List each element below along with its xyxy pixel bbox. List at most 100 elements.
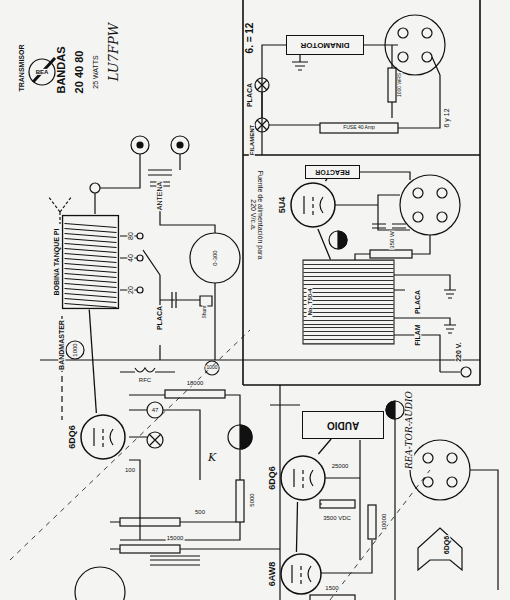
coil-winding: [64, 289, 116, 293]
tube-symbol: [289, 181, 337, 229]
schematic-label: Fuente de alimentación para 220 V/c.a.: [250, 165, 265, 265]
dynamotor-circuit-part: [257, 80, 267, 90]
power-supply-circuit-part: [338, 231, 347, 249]
coil-winding: [64, 269, 116, 273]
main-wiring-part: [386, 401, 395, 419]
antenna-circuit-part: [95, 170, 140, 214]
schematic-label: PLACA: [414, 289, 421, 315]
main-wiring-part: [150, 556, 200, 565]
schematic-label: 5000: [249, 492, 255, 507]
schematic-label: 6. = 12: [245, 22, 256, 55]
component-label: 6DQ6: [68, 424, 79, 450]
component-label: REACTOR: [315, 168, 349, 175]
power-supply-circuit-part: [461, 367, 471, 377]
schematic-label: 3500 VDC: [322, 515, 352, 521]
component-label: No. T50-4: [306, 287, 312, 318]
audio-transformer: AUDIO: [302, 411, 384, 439]
coil-winding: [64, 224, 116, 228]
coil-winding: [64, 304, 116, 308]
antenna-circuit-part: [160, 205, 215, 233]
schematic-label: 1000 WRS: [397, 72, 402, 98]
power-supply-circuit-part: [444, 290, 456, 333]
dynamotor-circuit-part: [398, 52, 408, 62]
schematic-label: 20 40 80: [74, 50, 86, 95]
dynamotor-circuit-part: [262, 45, 386, 155]
antenna-circuit-part: [190, 233, 240, 283]
dynamotor-circuit-part: [422, 28, 432, 38]
antenna-circuit-part: [171, 136, 189, 154]
rectifier-tube: 5U4: [278, 181, 338, 229]
output-tube: 6DQ6: [68, 413, 128, 461]
logo: [29, 58, 55, 85]
schematic-label: 220 V.: [455, 341, 462, 363]
schematic-label: 1500: [324, 585, 339, 591]
coil-winding: [64, 249, 116, 253]
main-wiring-part: [240, 425, 252, 449]
coil-winding: [64, 244, 116, 248]
tube-sockets-part: [423, 453, 433, 463]
main-wiring-part: [120, 368, 175, 372]
component-label: AUDIO: [327, 420, 359, 431]
coil-winding: [64, 259, 116, 263]
schematic-label: PLACA: [246, 82, 253, 108]
coil-winding: [64, 229, 116, 233]
schematic-label: 18000: [186, 380, 205, 386]
tube-symbol: [279, 454, 327, 502]
dynamotor-circuit-part: [385, 15, 445, 75]
main-wiring-part: [149, 434, 161, 446]
main-wiring-part: [120, 518, 180, 526]
dynamotor-circuit-part: [257, 120, 267, 130]
component-label: 6AW8: [268, 561, 279, 588]
schematic-label: 100: [124, 467, 136, 473]
dynamotor-circuit-part: [391, 45, 392, 118]
tube-symbol: [79, 413, 127, 461]
coil-winding: [64, 279, 116, 283]
antenna-circuit: [48, 136, 240, 360]
antenna-circuit-part: [90, 183, 100, 193]
power-supply-circuit-part: [370, 250, 412, 258]
tube-sockets-part: [470, 470, 498, 590]
component-label: DINAMOTOR: [300, 41, 349, 49]
logo-part: [29, 59, 55, 85]
dynamotor-circuit-part: [386, 45, 440, 75]
tube-sockets-part: [423, 477, 433, 487]
antenna-circuit-part: [137, 142, 143, 148]
main-wiring-part: [110, 522, 280, 549]
antenna-circuit-part: [160, 283, 215, 360]
main-wiring-part: [147, 432, 163, 448]
antenna-circuit-part: [137, 287, 143, 293]
tube-symbol: [279, 552, 323, 596]
wire-connector: [296, 502, 297, 552]
power-supply-circuit-part: [413, 188, 423, 198]
power-supply-circuit-part: [329, 231, 347, 249]
schematic-label: K: [207, 452, 217, 464]
schematic-label: 25000: [331, 463, 350, 469]
schematic-label: BANDAS: [56, 45, 68, 94]
main-wiring-part: [236, 480, 244, 522]
schematic-label: FUSE 40 Amp: [342, 125, 376, 130]
main-wiring: [10, 316, 480, 600]
main-wiring-part: [120, 545, 180, 553]
coil-winding: [64, 284, 116, 288]
main-wiring-part: [316, 478, 372, 573]
schematic-label: 40: [127, 253, 134, 263]
modulator-tube: 6DQ6: [268, 454, 328, 502]
schematic-label: PLACA: [156, 305, 163, 331]
power-supply-circuit-part: [437, 188, 447, 198]
main-wiring-part: [40, 359, 480, 360]
main-wiring-part: [320, 500, 355, 508]
power-supply-circuit-part: [332, 172, 410, 230]
wire-connector: [325, 179, 326, 181]
schematic-label: 10000: [381, 513, 387, 532]
dynamotor-circuit-part: [398, 28, 408, 38]
dynamotor-box: DINAMOTOR: [286, 35, 364, 55]
antenna-circuit-part: [137, 255, 143, 261]
coil-winding: [64, 239, 116, 243]
antenna-circuit-part: [131, 136, 149, 154]
dynamotor-circuit-part: [422, 52, 432, 62]
schematic-label: Shunt: [202, 304, 207, 319]
main-wiring-part: [75, 567, 125, 600]
power-supply-circuit-part: [413, 212, 423, 222]
tube-sockets-part: [447, 477, 457, 487]
reactor-box: REACTOR: [305, 165, 360, 179]
